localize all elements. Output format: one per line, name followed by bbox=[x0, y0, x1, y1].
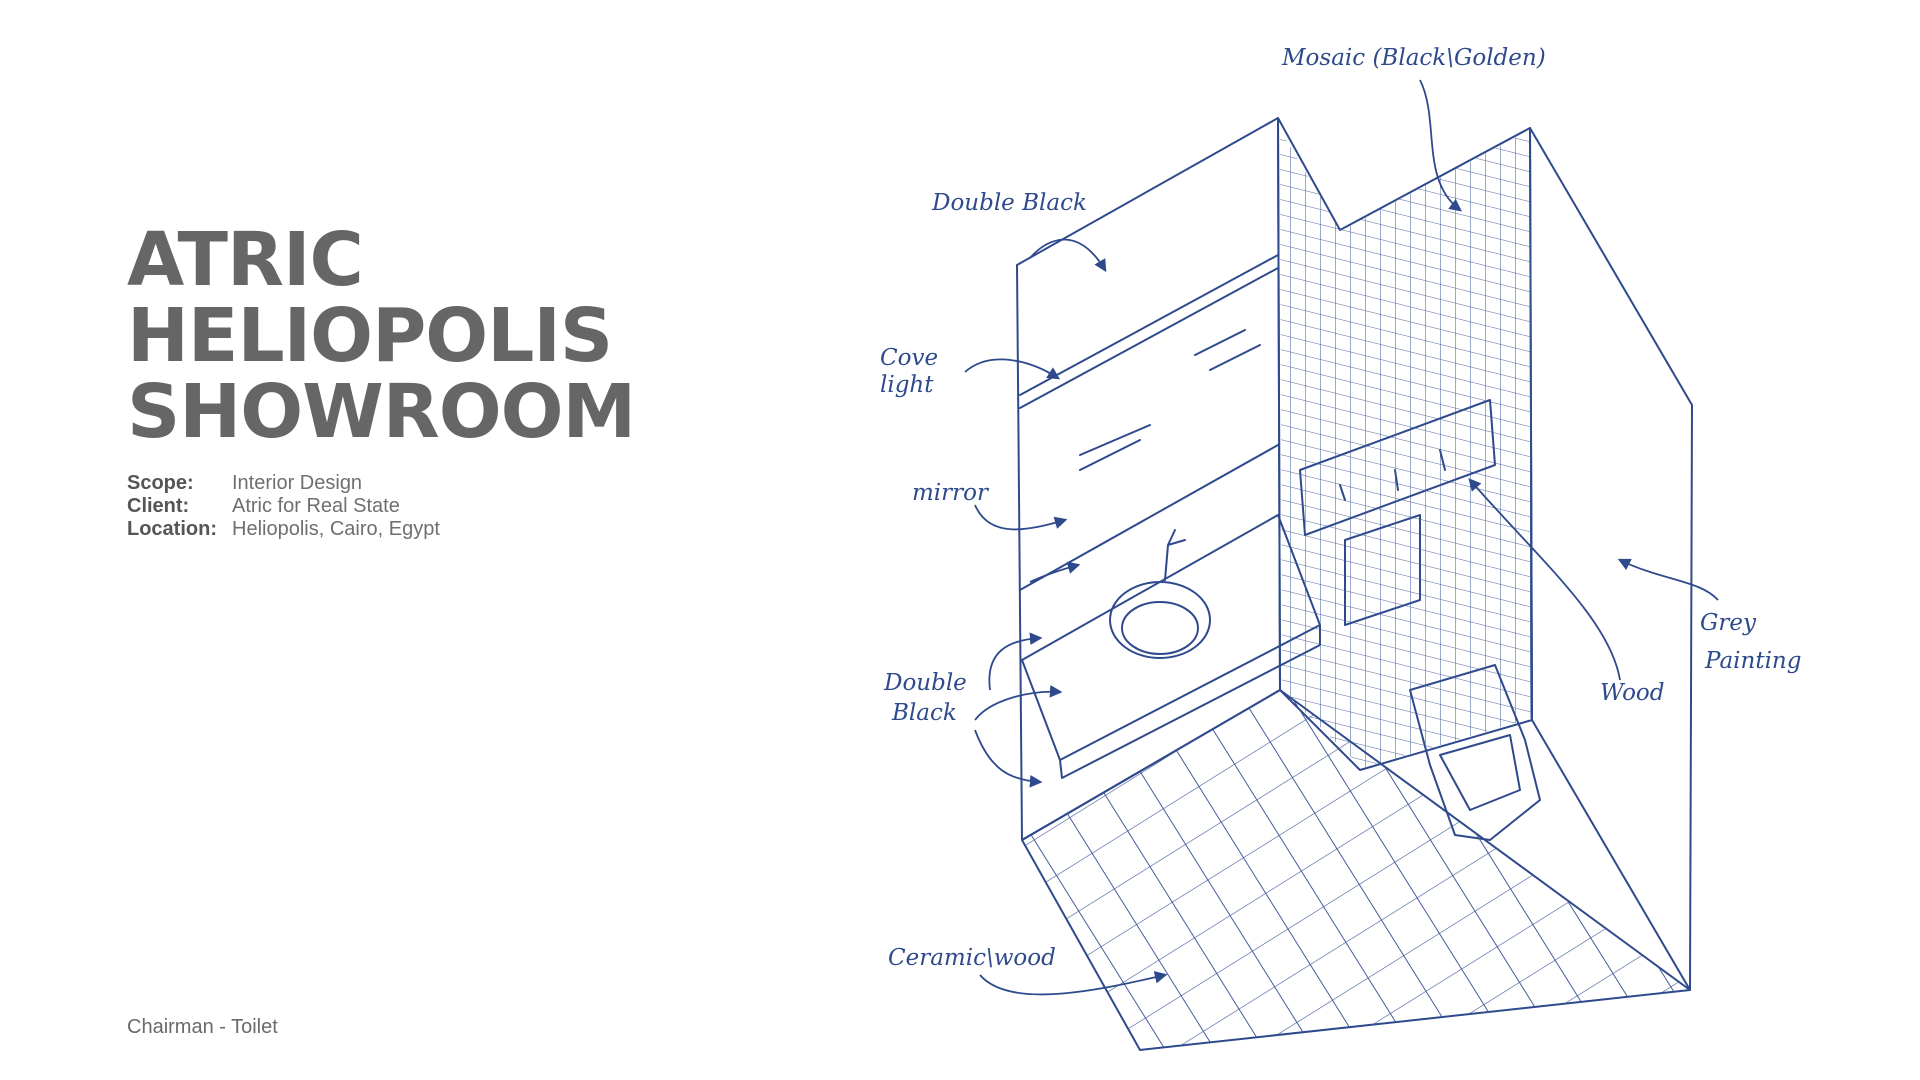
label-grey-painting-1: Grey bbox=[1700, 610, 1757, 636]
arrow-mirror-2 bbox=[1029, 561, 1081, 583]
label-double-black-bottom-2: Black bbox=[891, 700, 957, 726]
scope-value: Interior Design bbox=[232, 472, 363, 494]
arrow-cove-light bbox=[964, 358, 1061, 380]
label-mirror: mirror bbox=[912, 480, 990, 506]
label-double-black-top: Double Black bbox=[931, 190, 1087, 216]
label-grey-painting-2: Painting bbox=[1704, 648, 1801, 674]
arrow-mosaic bbox=[1419, 79, 1463, 212]
arrow-wood bbox=[1468, 478, 1621, 681]
scope-label: Scope: bbox=[127, 472, 194, 494]
location-value: Heliopolis, Cairo, Egypt bbox=[232, 518, 440, 540]
title-line-2: HELIOPOLIS bbox=[127, 293, 613, 379]
label-mosaic: Mosaic (Black\Golden) bbox=[1281, 45, 1546, 71]
label-cove-light-1: Cove bbox=[880, 345, 938, 371]
label-double-black-bottom-1: Double bbox=[883, 670, 967, 696]
title-line-3: SHOWROOM bbox=[127, 369, 636, 455]
arrow-double-black-3 bbox=[974, 729, 1043, 788]
arrow-double-black-1 bbox=[988, 632, 1043, 691]
client-label: Client: bbox=[127, 495, 190, 517]
client-value: Atric for Real State bbox=[232, 495, 400, 517]
arrow-grey-painting bbox=[1617, 558, 1719, 601]
project-details: Scope: Interior Design Client: Atric for… bbox=[127, 472, 440, 541]
drawing-caption: Chairman - Toilet bbox=[127, 1016, 278, 1038]
arrow-double-black-2 bbox=[974, 685, 1063, 721]
label-cove-light-2: light bbox=[880, 372, 934, 398]
label-ceramic-wood: Ceramic\wood bbox=[888, 945, 1056, 971]
toilet-sketch-drawing: Mosaic (Black\Golden) Double Black Cove … bbox=[880, 45, 1801, 1051]
label-wood: Wood bbox=[1600, 680, 1665, 706]
arrow-double-black-top bbox=[1029, 238, 1107, 273]
project-title: ATRIC HELIOPOLIS SHOWROOM bbox=[127, 217, 636, 455]
location-label: Location: bbox=[127, 518, 217, 540]
arrow-ceramic-wood bbox=[979, 971, 1168, 996]
arrow-mirror bbox=[974, 504, 1068, 531]
title-line-1: ATRIC bbox=[127, 217, 364, 303]
